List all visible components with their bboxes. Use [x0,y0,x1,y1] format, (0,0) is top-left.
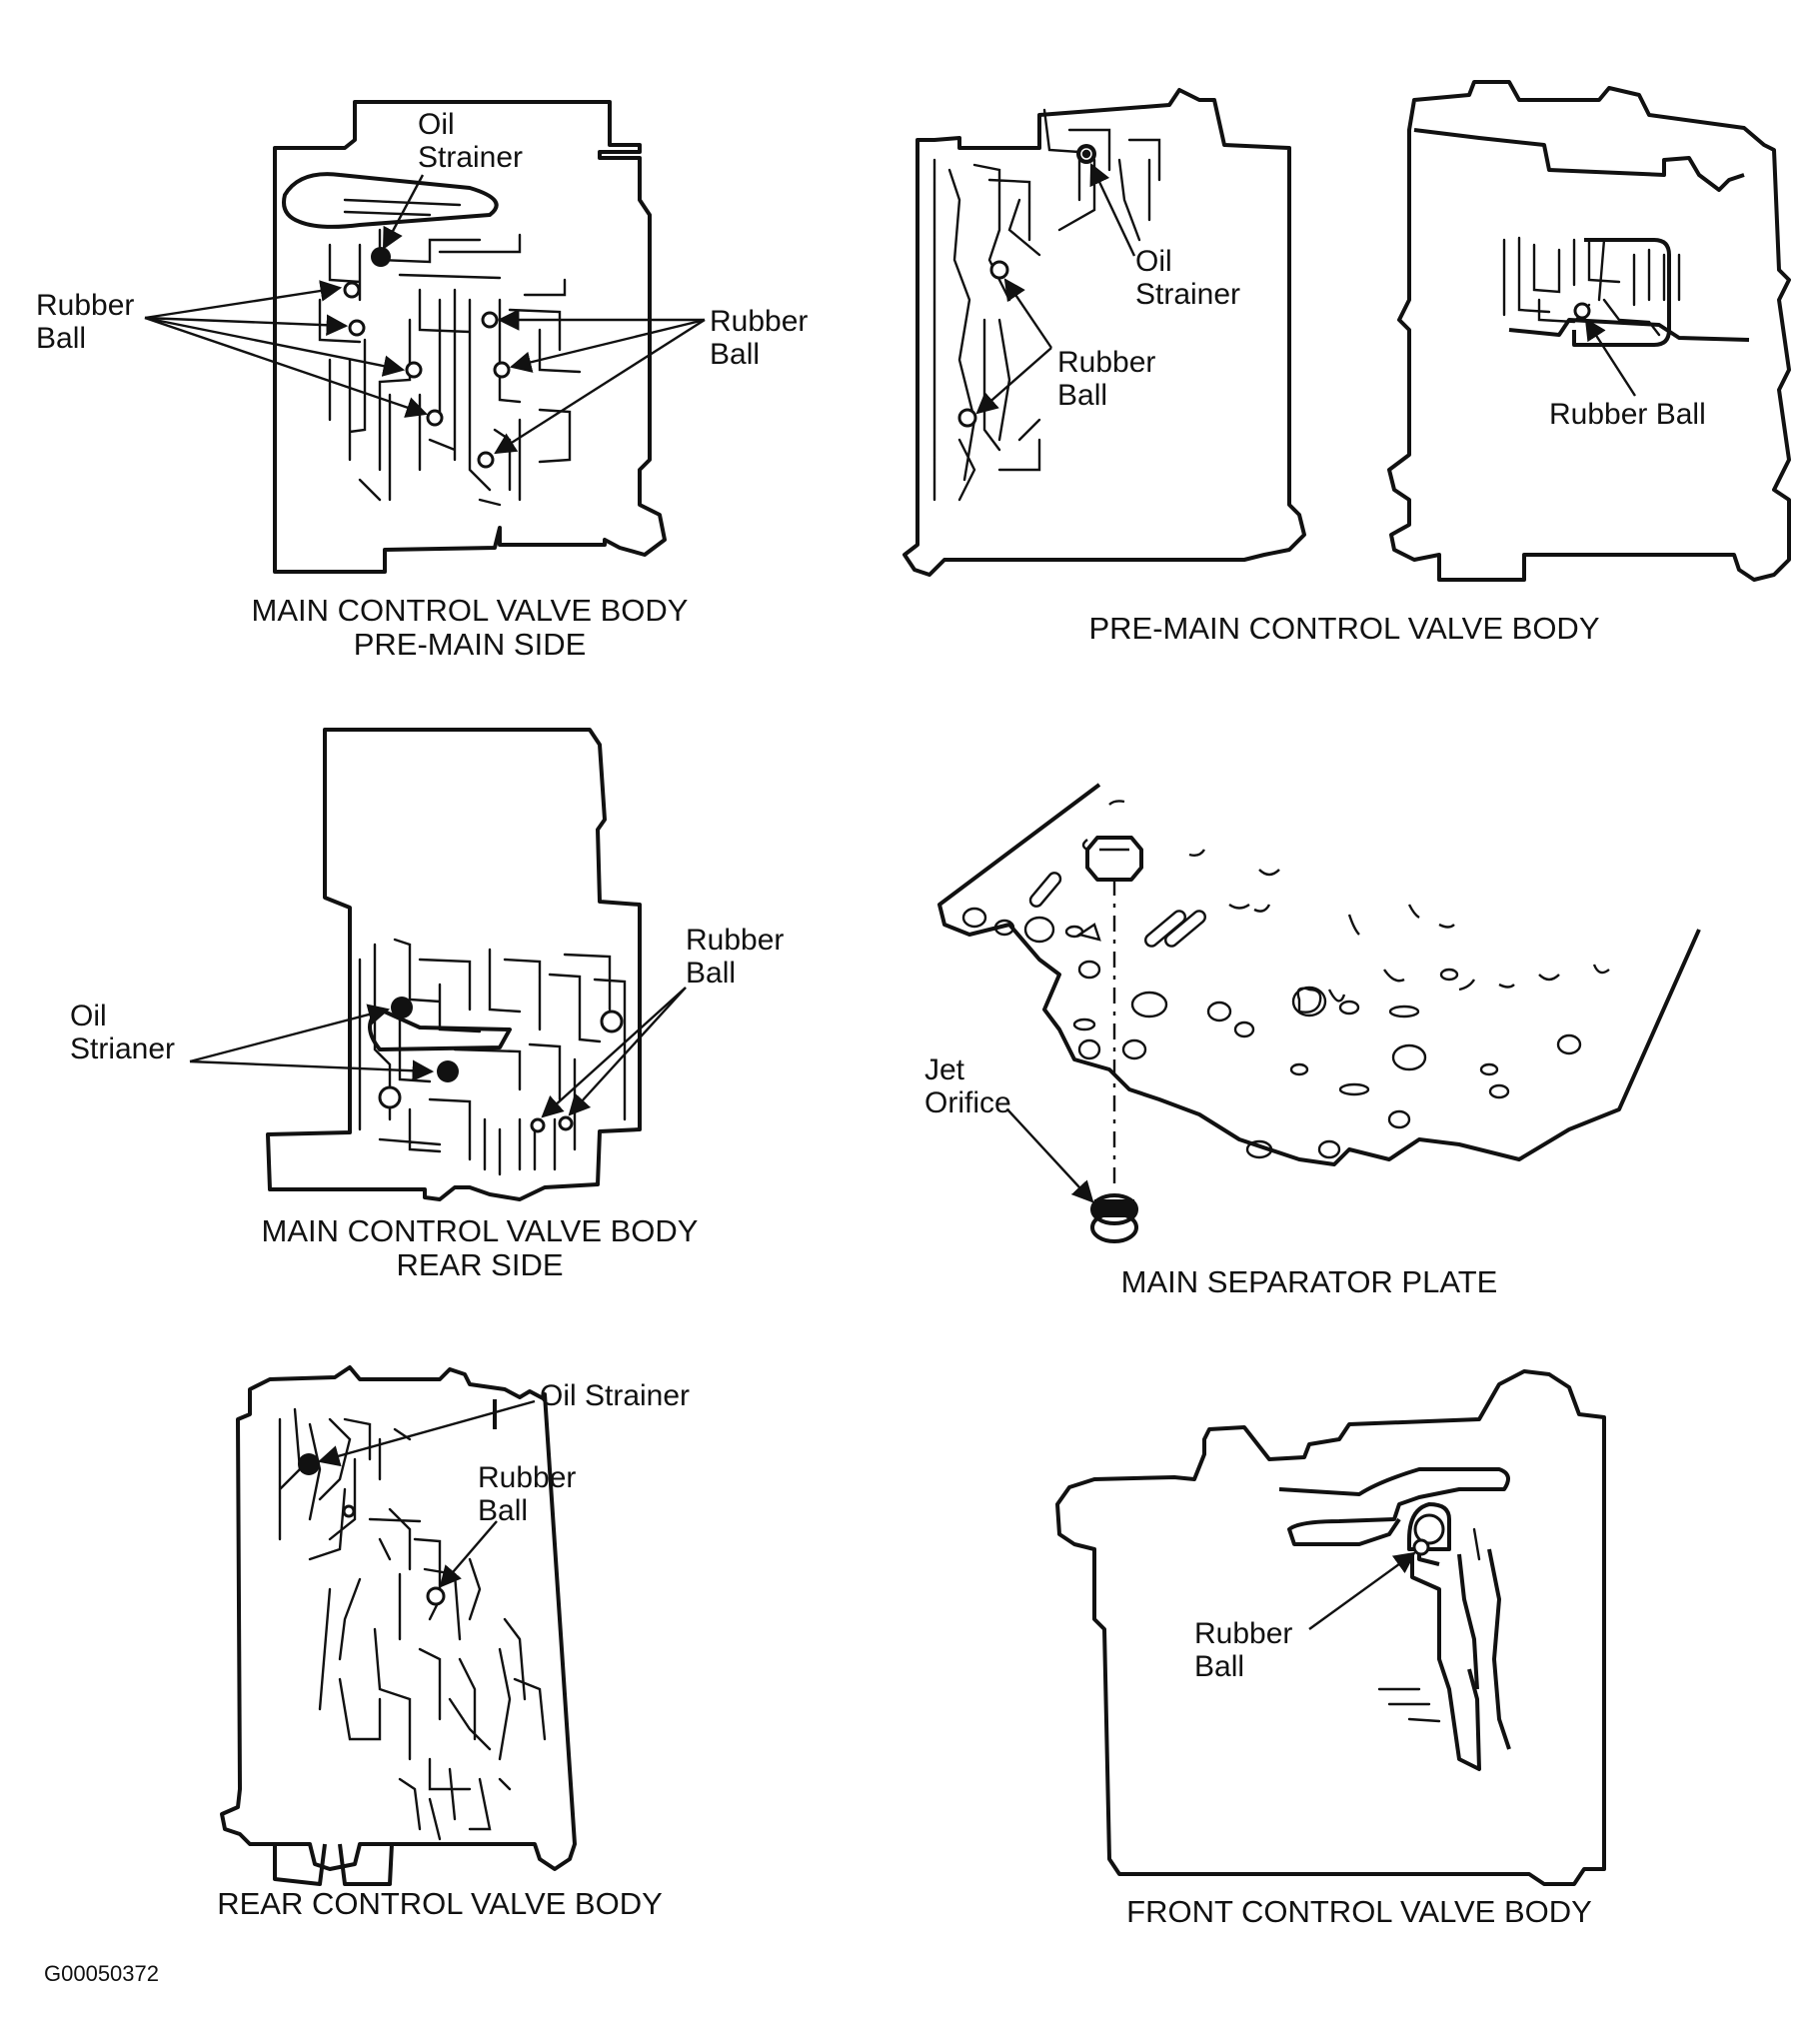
main-pre-main-passages [318,198,582,507]
main-pre-oil-strainer-label-2: Strainer [418,141,524,174]
front-body-passages [1278,1467,1511,1771]
separator-plate [937,783,1701,1243]
pre-main-body-right [1387,80,1791,582]
pre-main-caption: PRE-MAIN CONTROL VALVE BODY [1088,611,1600,646]
front-body [1055,1369,1606,1886]
separator-holes [961,800,1610,1159]
pre-main-rubber-ball-label-2: Ball [1057,379,1108,412]
main-rear-oil-strainer-label-2: Strianer [70,1032,176,1065]
main-pre-rubber-ball-left-label-2: Ball [36,322,87,355]
main-pre-rubber-ball-left-label-1: Rubber [36,289,135,322]
pre-main-oil-strainer-label-1: Oil [1135,245,1172,278]
front-body-rubber-ball-label-1: Rubber [1194,1617,1293,1650]
main-pre-caption-1: MAIN CONTROL VALVE BODY [251,593,689,628]
front-body-caption: FRONT CONTROL VALVE BODY [1126,1894,1592,1929]
separator-caption: MAIN SEPARATOR PLATE [1120,1264,1498,1299]
main-pre-oil-strainer-label-1: Oil [418,108,455,141]
rear-body [220,1365,577,1886]
main-pre-rubber-ball-right-label-1: Rubber [710,305,809,338]
main-rear-caption-2: REAR SIDE [396,1247,564,1282]
pre-main-rubber-ball-label-1: Rubber [1057,346,1156,379]
main-rear-rubber-ball-label-1: Rubber [686,924,785,957]
main-rear-oil-strainer-label-1: Oil [70,1000,107,1032]
front-body-rubber-ball-label-2: Ball [1194,1650,1245,1683]
rear-body-rubber-ball-label-2: Ball [478,1494,529,1527]
main-rear-caption-1: MAIN CONTROL VALVE BODY [261,1213,699,1248]
rear-body-oil-strainer-label: Oil Strainer [540,1379,691,1412]
jet-orifice-label-2: Orifice [924,1086,1011,1119]
main-rear-passages [358,938,627,1176]
main-pre-rubber-ball-right-label-2: Ball [710,338,761,371]
rear-body-caption: REAR CONTROL VALVE BODY [217,1886,663,1921]
main-pre-main-body [144,100,706,574]
pre-main-rubber-ball-right-label: Rubber Ball [1549,398,1706,431]
pre-main-body-left [903,88,1306,577]
main-rear-rubber-ball-label-2: Ball [686,957,737,990]
main-pre-caption-2: PRE-MAIN SIDE [353,627,587,662]
pre-main-oil-strainer-label-2: Strainer [1135,278,1241,311]
jet-orifice-label-1: Jet [924,1053,965,1086]
pre-main-right-passages [1502,236,1681,347]
rear-body-rubber-ball-label-1: Rubber [478,1461,577,1494]
pre-main-left-passages [932,108,1161,502]
main-rear-body [189,728,687,1201]
figure-code: G00050372 [44,1961,159,1986]
